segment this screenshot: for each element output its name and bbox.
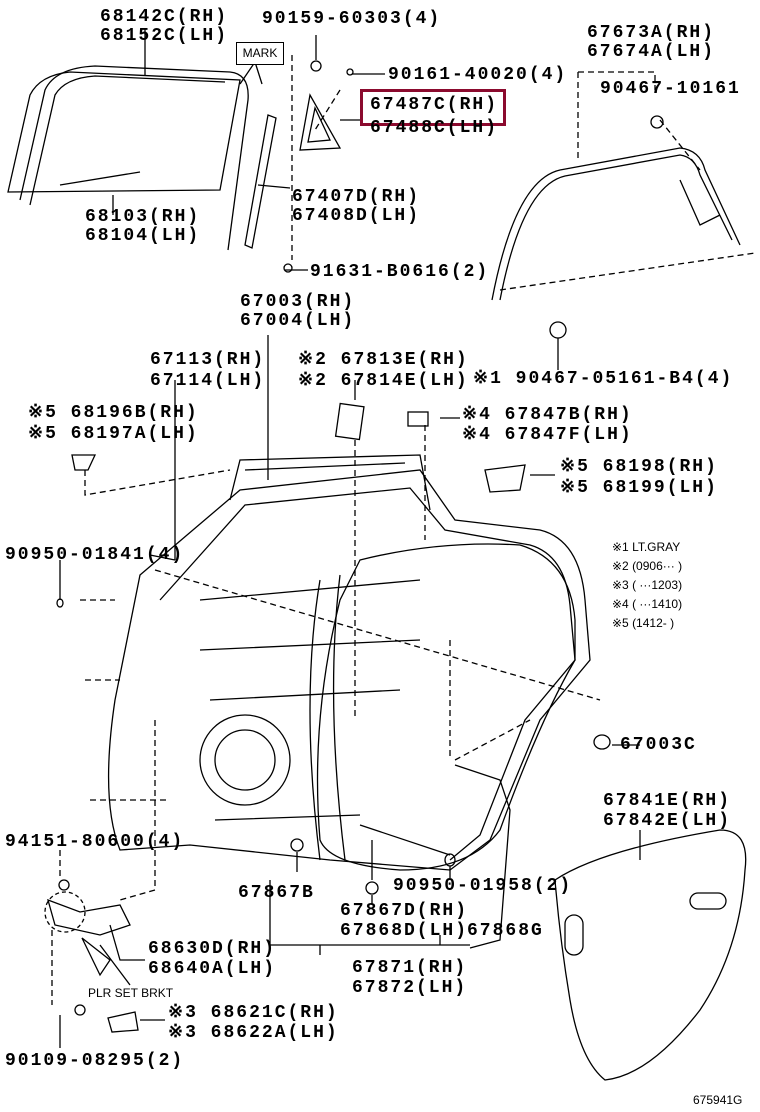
label-panel-lh: 67114(LH): [150, 371, 266, 391]
hinge-drawing-2: [484, 464, 526, 493]
label-door-lh: 67004(LH): [240, 311, 356, 331]
leader-lines-run: [257, 184, 308, 271]
label-cover2-lh: ※3 68622A(LH): [168, 1023, 339, 1043]
label-hinge2-lh: ※5 68199(LH): [560, 478, 718, 498]
label-hinge-rh: ※5 68196B(RH): [28, 403, 199, 423]
label-glass-rh: 68142C(RH): [100, 7, 229, 27]
diagram-id: 675941G: [693, 1093, 743, 1107]
note-2: ※2 (0906··· ): [612, 559, 683, 573]
plug-icon: [56, 598, 64, 608]
label-corner-rh[interactable]: 67487C(RH): [370, 95, 499, 115]
label-clip1: 90467-10161: [600, 79, 741, 99]
pad-drawing: [334, 402, 365, 441]
label-glass-lh: 68152C(LH): [100, 26, 229, 46]
label-clip3: 67867B: [238, 883, 315, 903]
label-corner-lh: 67488C(LH): [370, 118, 499, 138]
dashed-guides-check: [51, 720, 156, 1005]
note-4: ※4 ( ···1410): [612, 597, 683, 611]
bolt-icon-2: [58, 879, 70, 891]
label-hinge-lh: ※5 68197A(LH): [28, 424, 199, 444]
label-cover-lh: ※4 67847F(LH): [462, 425, 633, 445]
label-cushion: 67003C: [620, 735, 697, 755]
cover-drawing: [407, 411, 429, 427]
cover-drawing-2: [107, 1011, 139, 1033]
detail-circle: [44, 891, 86, 933]
dashed-guides-main: [80, 425, 601, 801]
leader-plug2: [319, 866, 451, 955]
bolt-icon: [283, 263, 293, 273]
note-3: ※3 ( ···1203): [612, 578, 683, 592]
screw-icon: [310, 60, 322, 72]
hinge-drawing: [71, 454, 97, 471]
leader-lines-right: [439, 417, 555, 949]
label-hinge2-rh: ※5 68198(RH): [560, 457, 718, 477]
label-cover-rh: ※4 67847B(RH): [462, 405, 633, 425]
label-screw2: 90161-40020(4): [388, 65, 568, 85]
leader-clip3: [269, 852, 470, 946]
label-run-rh: 67407D(RH): [292, 187, 421, 207]
label-panel-rh: 67113(RH): [150, 350, 266, 370]
label-pad-rh: ※2 67813E(RH): [298, 350, 469, 370]
label-glass2-lh: 68104(LH): [85, 226, 201, 246]
label-weather-lh: 67872(LH): [352, 978, 468, 998]
leader-lines-top-left: [112, 28, 263, 215]
leader-check: [59, 924, 145, 1048]
highlight-box: [360, 89, 506, 126]
mark-box: MARK: [236, 42, 284, 65]
arrow-plr: [81, 937, 131, 986]
note-5: ※5 (1412- ): [612, 616, 675, 630]
screw-small-icon: [346, 68, 354, 76]
label-film-rh: 67841E(RH): [603, 791, 732, 811]
label-door-rh: 67003(RH): [240, 292, 356, 312]
label-bolt3: 90109-08295(2): [5, 1051, 185, 1071]
clip-icon-4: [365, 881, 379, 895]
label-plug1: 90950-01841(4): [5, 545, 185, 565]
label-frame-rh: 67673A(RH): [587, 23, 716, 43]
clip-icon-3: [290, 838, 304, 852]
door-panel-drawing: [107, 454, 591, 871]
label-plr: PLR SET BRKT: [88, 986, 174, 1000]
label-plug2: 90950-01958(2): [393, 876, 573, 896]
label-clip5: 67868G: [467, 921, 544, 941]
cover-hole-1: [564, 914, 584, 956]
label-glass2-rh: 68103(RH): [85, 207, 201, 227]
label-bolt2: 94151-80600(4): [5, 832, 185, 852]
label-frame-lh: 67674A(LH): [587, 42, 716, 62]
dashed-guides-frame: [499, 71, 756, 291]
door-glass-drawing: [7, 65, 249, 251]
label-clip4-lh: 67868D(LH): [340, 921, 469, 941]
label-check-lh: 68640A(LH): [148, 959, 277, 979]
door-check-drawing: [47, 898, 131, 936]
label-clip2: ※1 90467-05161-B4(4): [473, 369, 734, 389]
note-1: ※1 LT.GRAY: [612, 540, 681, 554]
clip-icon-2: [549, 321, 567, 339]
label-pad-lh: ※2 67814E(LH): [298, 371, 469, 391]
corner-piece-drawing: [299, 93, 342, 151]
run-channel-drawing: [244, 114, 277, 249]
leader-lines-corner: [315, 35, 385, 121]
label-check-rh: 68630D(RH): [148, 939, 277, 959]
clip-icon: [650, 115, 664, 129]
label-cover2-rh: ※3 68621C(RH): [168, 1003, 339, 1023]
label-bolt1: 91631-B0616(2): [310, 262, 490, 282]
cushion-icon: [593, 734, 611, 750]
door-frame-molding-drawing: [491, 147, 741, 301]
bolt-icon-3: [74, 1004, 86, 1016]
leader-lines-main: [59, 335, 356, 600]
label-weather-rh: 67871(RH): [352, 958, 468, 978]
label-film-lh: 67842E(LH): [603, 811, 732, 831]
dashed-guides-top: [291, 55, 341, 260]
cover-hole-2: [689, 892, 727, 910]
label-run-lh: 67408D(LH): [292, 206, 421, 226]
service-hole-cover-drawing: [554, 829, 747, 1081]
label-screw1: 90159-60303(4): [262, 9, 442, 29]
leader-clip4: [359, 824, 451, 905]
label-clip4-rh: 67867D(RH): [340, 901, 469, 921]
